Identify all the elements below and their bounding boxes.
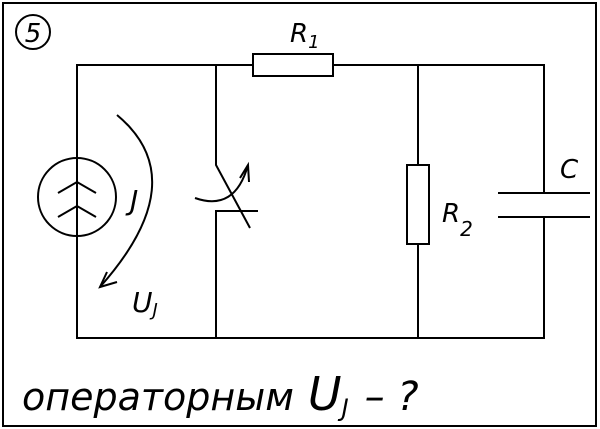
voltage-arrow [98, 114, 154, 289]
r2-label: R2 [442, 199, 473, 241]
problem-number-badge: 5 [15, 14, 51, 50]
r1-label: R1 [290, 19, 320, 53]
current-source [37, 157, 117, 237]
capacitor [498, 192, 590, 218]
switch [194, 65, 258, 338]
resistor-r2 [406, 164, 430, 245]
capacitor-label: C [560, 155, 579, 185]
resistor-r1 [252, 53, 334, 77]
source-voltage-label: UJ [132, 286, 158, 321]
svg-text:5: 5 [25, 19, 42, 49]
wires [76, 64, 545, 339]
source-current-label: J [125, 184, 138, 217]
